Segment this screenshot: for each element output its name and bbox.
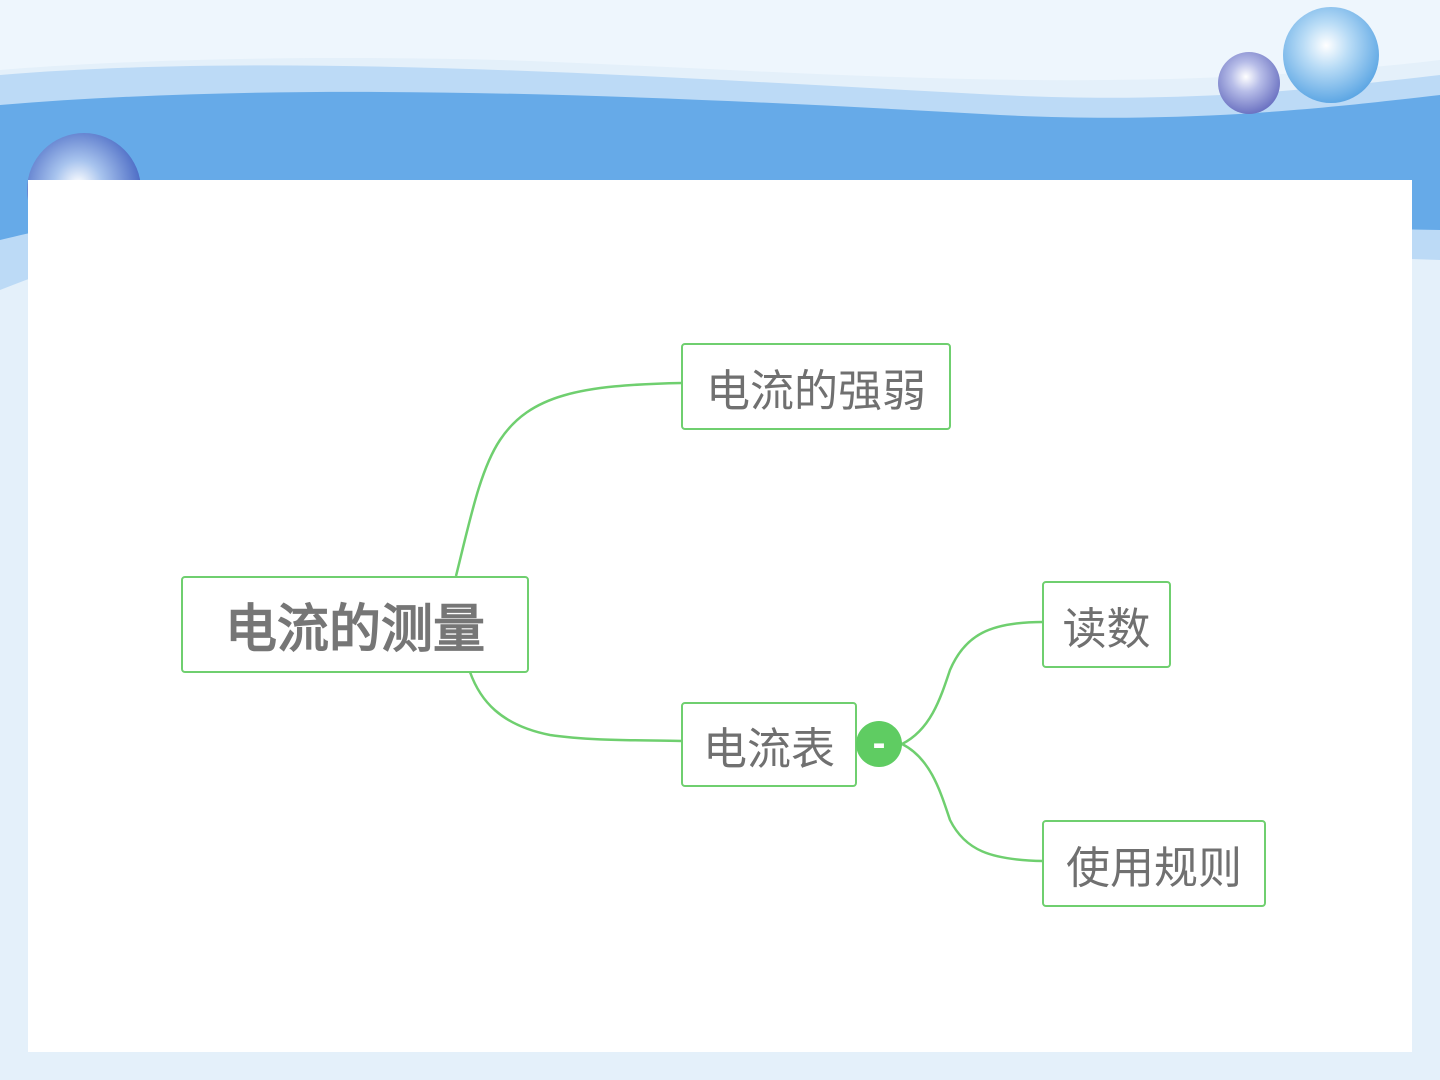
root-node-label: 电流的测量 (224, 600, 485, 660)
node-ammeter[interactable]: 电流表 (681, 702, 857, 787)
node-reading[interactable]: 读数 (1042, 581, 1171, 668)
connector-root-to-ammeter (468, 671, 683, 743)
banner-orb-small (1218, 52, 1280, 114)
node-usage-rules[interactable]: 使用规则 (1042, 820, 1266, 907)
root-node[interactable]: 电流的测量 (181, 576, 529, 673)
minus-icon: - (872, 725, 886, 763)
node-usage-rules-label: 使用规则 (1066, 842, 1242, 894)
node-current-strength-label: 电流的强弱 (706, 365, 926, 417)
node-ammeter-label: 电流表 (703, 723, 835, 775)
banner-orb-right (1283, 7, 1379, 103)
collapse-button[interactable]: - (856, 721, 902, 767)
connector-ammeter-to-reading (901, 620, 1044, 746)
node-reading-label: 读数 (1062, 603, 1151, 655)
node-current-strength[interactable]: 电流的强弱 (681, 343, 951, 430)
top-light-band (0, 0, 1440, 81)
connector-ammeter-to-rules (901, 742, 1044, 863)
connector-root-to-strength (454, 381, 683, 577)
